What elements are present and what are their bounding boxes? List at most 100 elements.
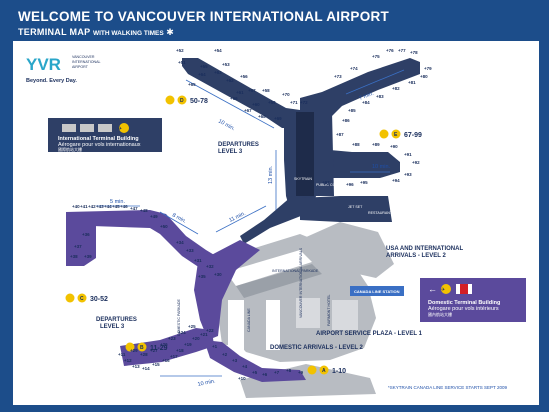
walk-time-e: 7 min. xyxy=(359,91,376,102)
gate-number: +82 xyxy=(392,86,400,91)
road-2 xyxy=(236,264,322,298)
international-box: ✈ International Terminal Building Aéroga… xyxy=(48,118,162,152)
gate-number: +60 xyxy=(252,102,260,107)
walk-time-gate-mid: 11 min. xyxy=(228,210,247,223)
roadways xyxy=(226,250,358,350)
dom-box-fr: Aérogare pour vols intérieurs xyxy=(428,306,499,312)
logo-name-3: AIRPORT xyxy=(72,65,89,69)
parking-lot-1 xyxy=(296,298,320,328)
gate-number: +51 xyxy=(178,60,186,65)
gate-number: +48 xyxy=(140,208,148,213)
flag-int-1 xyxy=(62,124,76,132)
b-pier xyxy=(120,328,214,366)
gate-number: +90 xyxy=(390,144,398,149)
gate-number: +2 xyxy=(222,352,228,357)
gate-number: +15 xyxy=(152,362,160,367)
gate-number: +67 xyxy=(244,108,252,113)
badge-e-range: 67-99 xyxy=(404,132,422,139)
gate-number: +70 xyxy=(282,92,290,97)
walk-time-c-top: 5 min. xyxy=(110,199,125,205)
gate-number: +45 xyxy=(112,204,120,209)
c-pier xyxy=(66,210,226,272)
gate-number: +24 xyxy=(178,330,186,335)
arrow-left-icon: ← xyxy=(428,284,437,294)
gate-number: +79 xyxy=(424,66,432,71)
gate-badge-d: D 50-78 xyxy=(165,95,208,105)
label-jet-set: JET SET xyxy=(348,205,363,209)
gate-number: +35 xyxy=(198,274,206,279)
label-restaurant: RESTAURANT xyxy=(368,211,393,215)
gate-number: +64 xyxy=(198,72,206,77)
gate-number: +65 xyxy=(188,82,196,87)
gate-number: +23 xyxy=(168,336,176,341)
gate-number: +84 xyxy=(362,100,370,105)
gate-number: +29 xyxy=(130,348,138,353)
canada-flag-center xyxy=(460,284,468,294)
logo-name-2: INTERNATIONAL xyxy=(72,60,101,64)
int-box-bg xyxy=(48,118,162,152)
skytrain-station xyxy=(350,286,404,296)
a-pier xyxy=(204,340,306,382)
badge-c-range: 30-52 xyxy=(90,296,108,303)
domestic-box: ← ✈ Domestic Terminal Building Aérogare … xyxy=(420,278,526,322)
gate-number: +49 xyxy=(150,214,158,219)
badge-e-letter: E xyxy=(394,132,398,138)
gate-number: +89 xyxy=(372,142,380,147)
level-service-plaza: AIRPORT SERVICE PLAZA - LEVEL 1 xyxy=(316,331,423,337)
gate-number: +95 xyxy=(360,180,368,185)
gate-number-labels: +52+54+51+53+55+56+57+58+59+60+61+62+63+… xyxy=(70,48,432,381)
int-box-en: International Terminal Building xyxy=(58,136,139,142)
logo-name-1: VANCOUVER xyxy=(72,55,95,59)
gate-number: +85 xyxy=(348,108,356,113)
logo-mark: YVR xyxy=(26,55,61,74)
badge-c-letter: C xyxy=(80,296,84,302)
gate-badge-e: E 67-99 xyxy=(379,129,422,139)
badge-d-letter: D xyxy=(180,98,184,104)
parking-lot-2 xyxy=(332,300,358,330)
gate-number: +55 xyxy=(200,64,208,69)
gate-number: +77 xyxy=(398,48,406,53)
gate-number: +74 xyxy=(350,66,358,71)
label-canada-line: CANADA LINE xyxy=(247,308,251,332)
gate-number: +33 xyxy=(186,248,194,253)
gate-number: +14 xyxy=(142,366,150,371)
int-terminal xyxy=(300,196,392,222)
d-walk-line xyxy=(185,79,275,129)
gate-number: +61 xyxy=(236,90,244,95)
int-box-zh: 國際航站大樓 xyxy=(58,146,82,152)
gate-number: +36 xyxy=(82,232,90,237)
c-top-right-walk-line xyxy=(159,211,199,235)
gate-number: +96 xyxy=(346,182,354,187)
badge-d-plane xyxy=(165,95,175,105)
gate-number: +54 xyxy=(214,48,222,53)
gate-number: +26 xyxy=(160,342,168,347)
connector xyxy=(240,196,312,244)
gate-number: +1 xyxy=(212,344,218,349)
gate-number: +58 xyxy=(262,88,270,93)
plane-int-glyph: ✈ xyxy=(118,126,122,132)
gate-number: +8 xyxy=(286,368,292,373)
gate-badge-a: A 1-10 xyxy=(307,365,346,375)
gate-number: +72 xyxy=(300,100,308,105)
level-arr-int-2: ARRIVALS - LEVEL 2 xyxy=(386,253,446,259)
gate-number: +73 xyxy=(334,74,342,79)
gate-number: +18 xyxy=(176,348,184,353)
subtitle-main: TERMINAL MAP xyxy=(18,27,91,37)
gate-number: +75 xyxy=(372,54,380,59)
gate-number: +3 xyxy=(232,358,238,363)
dom-terminal xyxy=(194,240,260,340)
gate-number: +31 xyxy=(194,258,202,263)
gate-number: +27 xyxy=(150,348,158,353)
gate-number: +4 xyxy=(242,364,248,369)
label-parkade-dom: DOMESTIC PARKADE xyxy=(177,299,181,336)
gate-number: +63 xyxy=(214,70,222,75)
gate-number: +19 xyxy=(184,342,192,347)
plane-dom-icon xyxy=(441,284,451,294)
gate-number: +83 xyxy=(376,94,384,99)
gate-number: +34 xyxy=(176,240,184,245)
gate-number: +43 xyxy=(96,204,104,209)
badge-d-letter-bg xyxy=(177,95,187,105)
gate-number: +66 xyxy=(230,96,238,101)
walking-person-icon: ✱ xyxy=(166,27,174,37)
plane-int-icon xyxy=(119,123,129,133)
